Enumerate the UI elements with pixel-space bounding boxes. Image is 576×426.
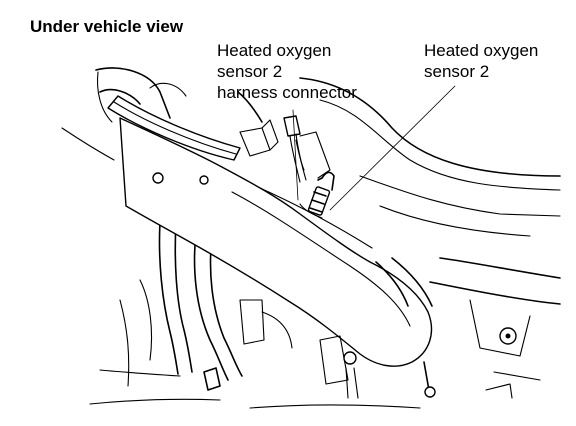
view-title: Under vehicle view xyxy=(30,17,184,36)
connector-callout-label: Heated oxygen sensor 2 harness connector xyxy=(217,40,357,103)
connector-callout-line-2: sensor 2 xyxy=(217,62,283,81)
pipe-clamp xyxy=(107,95,241,185)
sensor-callout-line-1: Heated oxygen xyxy=(424,41,539,60)
lower-components xyxy=(89,299,436,409)
bracket xyxy=(239,119,331,179)
leader-lines xyxy=(292,85,456,211)
sensor-callout-label: Heated oxygen sensor 2 xyxy=(424,40,538,82)
connector-callout-line-1: Heated oxygen xyxy=(217,41,332,60)
sensor-callout-line-2: sensor 2 xyxy=(424,62,490,81)
crossmember xyxy=(429,257,561,399)
upper-left-frame xyxy=(95,67,187,123)
connector-callout-line-3: harness connector xyxy=(217,83,357,102)
harness-connector xyxy=(283,115,307,183)
left-pipes xyxy=(119,221,243,387)
oxygen-sensor xyxy=(299,171,335,219)
floor-contours xyxy=(61,77,561,237)
